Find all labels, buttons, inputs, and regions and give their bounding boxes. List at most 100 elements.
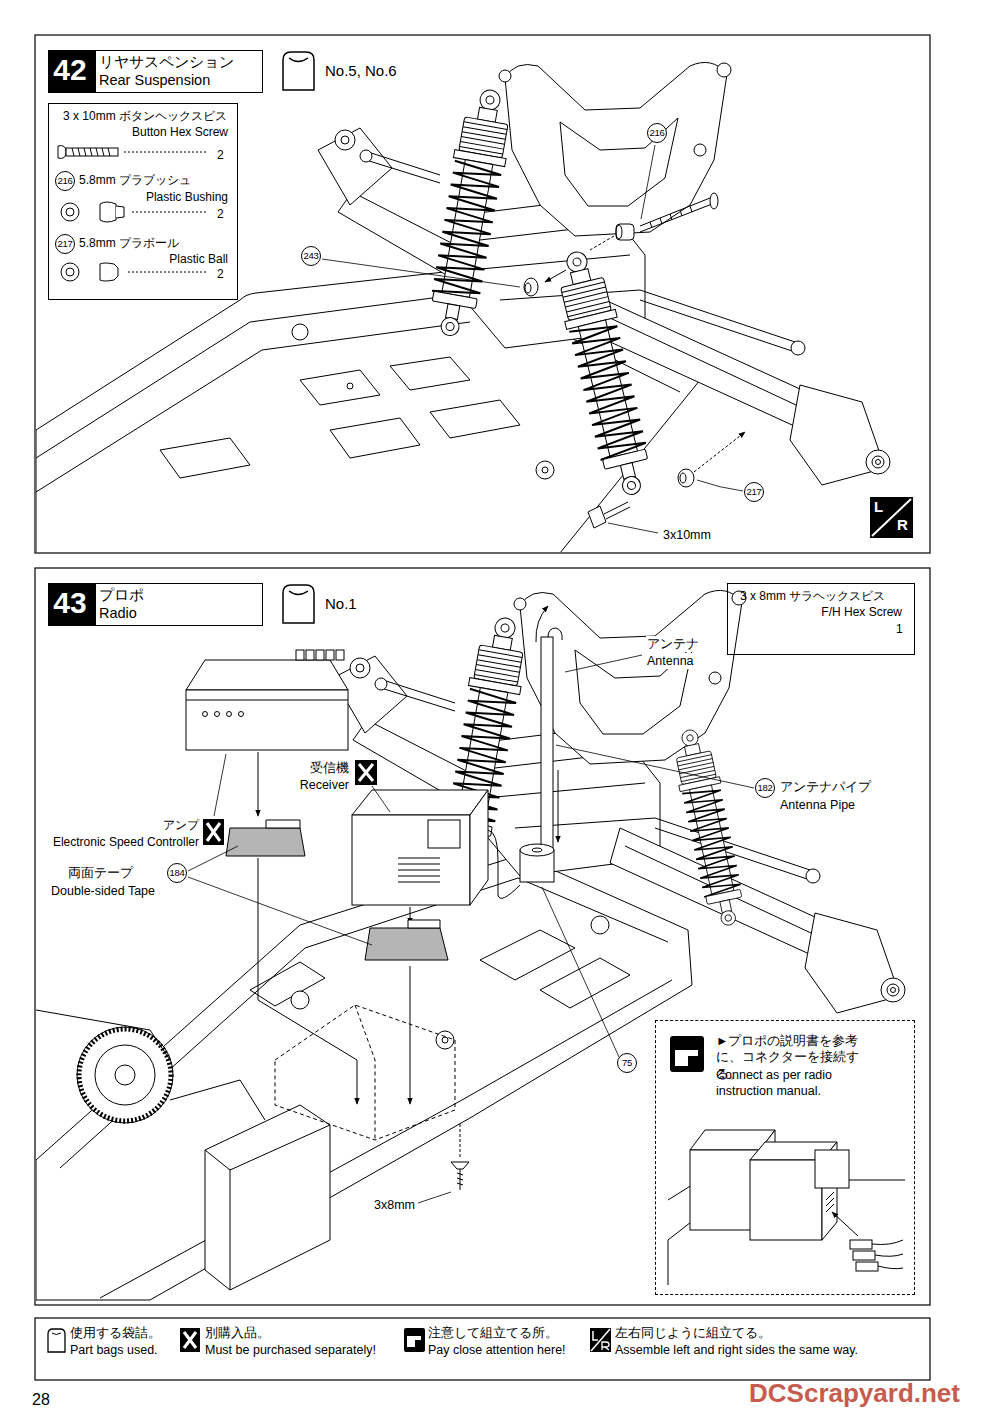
watermark: DCScrapyard.net (749, 1379, 960, 1408)
radio-install-drawing (275, 1005, 455, 1140)
rear-suspension-drawing (616, 225, 622, 239)
box-text: Rear Suspension (99, 72, 210, 89)
radio-install-drawing (79, 1029, 171, 1121)
panel-frame (35, 35, 930, 1380)
rear-suspension-drawing (545, 270, 566, 282)
leader-line (418, 1192, 451, 1203)
legend-icon (52, 1333, 61, 1335)
connector-inset-drawing (750, 1160, 822, 1240)
connector-inset-drawing (822, 1142, 837, 1240)
box-text: Radio (99, 605, 137, 622)
legend-icon (404, 1328, 425, 1352)
radio-install-drawing (558, 770, 559, 842)
box-text: Button Hex Screw (132, 125, 228, 141)
leader-line (697, 480, 743, 491)
radio-install-drawing (336, 650, 344, 660)
legend-text: Pay close attention here! (428, 1342, 566, 1358)
rear-suspension-drawing (36, 292, 680, 458)
connector-inset-drawing (826, 1192, 834, 1212)
radio-install-drawing (398, 858, 440, 882)
parts-bag-ref: No.5, No.6 (278, 50, 428, 92)
panel-frame (35, 568, 930, 1305)
parts-icons (100, 202, 116, 222)
radio-install-drawing (186, 700, 348, 701)
radio-install-drawing (215, 712, 220, 717)
parts-icons (61, 203, 79, 221)
bag-icon (283, 52, 314, 90)
radio-install-drawing (227, 712, 232, 717)
box-text: Plastic Bushing (146, 190, 228, 206)
leader-line (542, 887, 619, 1057)
box-text: No.1 (325, 594, 357, 614)
rear-suspension-drawing (588, 506, 606, 528)
radio-install-drawing (541, 637, 553, 850)
radio-install-drawing (457, 1169, 463, 1190)
radio-install-drawing (451, 1162, 469, 1169)
radio-install-drawing (100, 980, 672, 1298)
rear-suspension-drawing (292, 324, 308, 340)
purchase-separately-icon (355, 760, 377, 785)
box-text: 2 (217, 207, 224, 223)
step-header: リヤサスペンションRear Suspension42 (48, 50, 263, 93)
part-label: 受信機 (309, 760, 350, 776)
parts-icons (72, 148, 110, 156)
radio-install-drawing (428, 820, 460, 848)
parts-icons (128, 272, 208, 273)
rear-suspension-drawing (36, 62, 890, 552)
radio-install-drawing (258, 858, 357, 1104)
legend-text: 別購入品。 (205, 1325, 270, 1341)
legend-item: Part bags used. (70, 1342, 158, 1358)
rear-suspension-drawing (542, 467, 548, 473)
radio-install-drawing (668, 726, 750, 929)
rear-suspension-drawing (694, 432, 745, 472)
parts-icons (116, 206, 124, 218)
callout-number: 243 (301, 246, 321, 266)
legend-item: 使用する袋詰。 (70, 1325, 161, 1341)
radio-install-drawing (266, 820, 300, 828)
icon-letter: R (897, 515, 908, 535)
box-text: No.5, No.6 (325, 61, 397, 81)
legend-text: 左右同じように組立てる。 (615, 1325, 771, 1341)
leader-line (641, 145, 655, 219)
box-text: プロポ (99, 587, 144, 604)
radio-install-drawing (333, 590, 905, 1013)
radio-install-drawing (408, 920, 440, 928)
rear-suspension-drawing (640, 198, 712, 232)
radio-install-drawing (316, 650, 324, 660)
rear-suspension-drawing (710, 193, 718, 209)
legend-item: Assemble left and right sides the same w… (615, 1342, 858, 1358)
box-text: 5.8mm プラブッシュ (79, 173, 191, 189)
radio-install-drawing (410, 907, 411, 924)
radio-install-drawing (36, 1010, 265, 1120)
box-text: 43 (48, 585, 92, 621)
part-label: 両面テープ (67, 865, 134, 881)
parts-icons (124, 152, 208, 153)
rear-suspension-drawing (423, 86, 517, 340)
parts-list: 3 x 8mm サラヘックスビスF/H Hex Screw1 (727, 583, 915, 655)
radio-install-drawing (205, 1125, 330, 1290)
rear-suspension-drawing (678, 469, 694, 487)
part-label: アンテナ (646, 636, 700, 652)
radio-install-drawing (470, 790, 488, 905)
rear-suspension-drawing (36, 322, 470, 492)
radio-install-drawing (306, 650, 314, 660)
step-header: プロポRadio 43 (48, 583, 263, 626)
legend-icon (590, 1328, 611, 1352)
parts-bag-ref: No.1 (278, 583, 428, 625)
rear-suspension-drawing (160, 357, 520, 478)
box-text: 3 x 10mm ボタンヘックスビス (63, 109, 227, 125)
radio-install-drawing (36, 855, 692, 1300)
caution-icon (670, 1036, 704, 1072)
box-text: 2 (217, 148, 224, 164)
callout-number: 182 (755, 778, 775, 798)
radio-install-drawing (239, 712, 244, 717)
part-label: アンテナパイプ (779, 779, 872, 795)
screw-size: 3x10mm (662, 527, 712, 543)
box-text: Connect as per radio instruction manual. (716, 1067, 866, 1100)
note-box: ►プロポの説明書を参考に、コネクターを接続する。Connect as per r… (655, 1020, 915, 1295)
rear-suspension-drawing (524, 278, 538, 296)
leader-line (188, 655, 754, 1203)
leader-line (372, 786, 390, 812)
callout-number: 217 (55, 234, 75, 254)
